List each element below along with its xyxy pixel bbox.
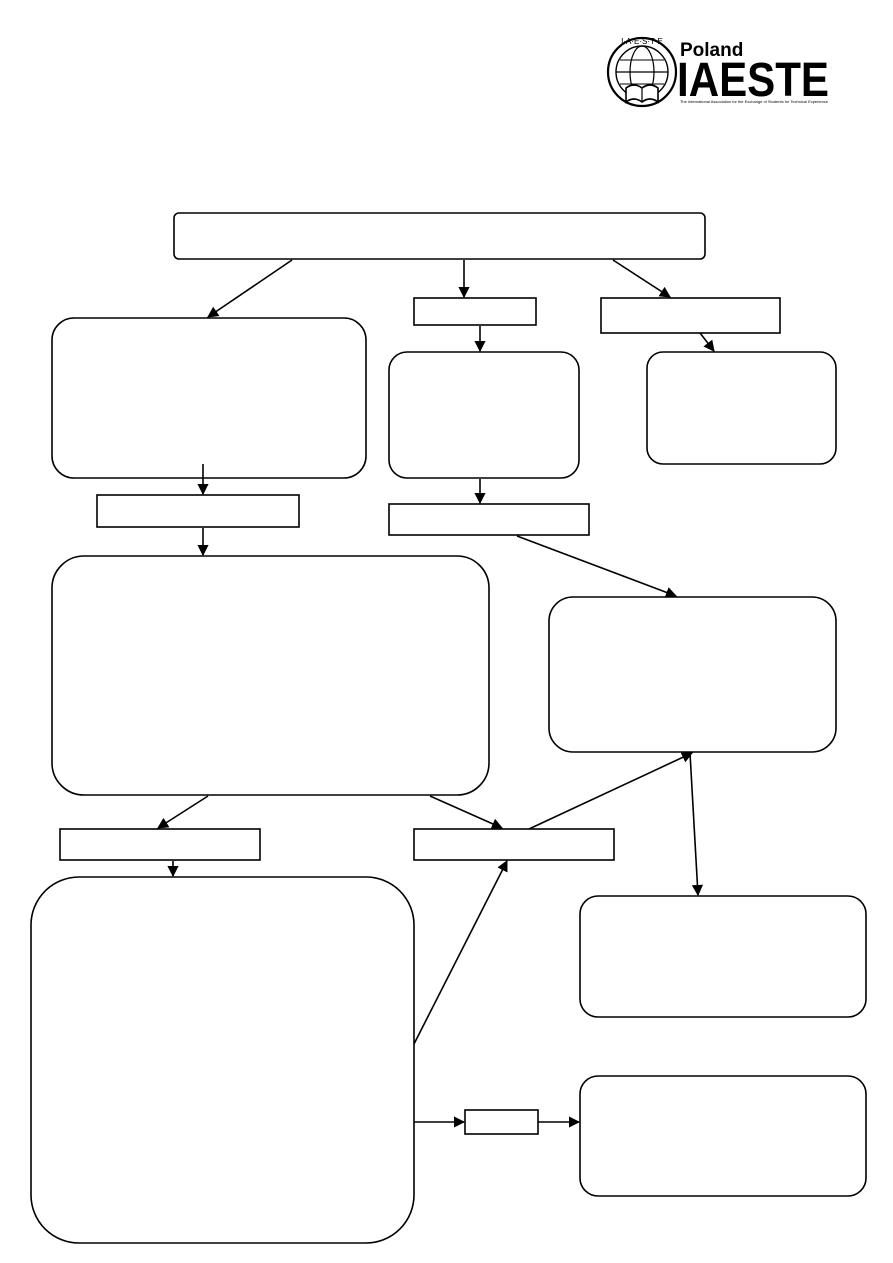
rounded-box-center-1 [388,351,580,479]
arrow-bottom-to-center-label [413,860,508,1045]
label-box-left-2 [96,494,300,528]
rounded-box-left-1 [51,317,367,479]
logo-name: IAESTE [677,54,829,107]
label-box-left-3 [59,828,261,861]
iaeste-poland-logo: I·A·E·S·T·E Poland IAESTE The Internatio… [606,36,829,108]
arrow-large-to-left-label [157,795,209,829]
label-box-center-2 [388,503,590,536]
arrow-top-to-right [612,259,671,298]
label-box-right-top [600,297,781,334]
arrow-large-to-center-label [429,795,504,830]
logo-tagline: The International Association for the Ex… [680,100,828,104]
rounded-box-right-1 [646,351,837,465]
arrow-right-label-to-box [699,332,715,352]
label-box-center-top [413,297,537,326]
globe-emblem-icon [606,36,678,108]
rounded-box-large-bottom [30,876,415,1244]
arrow-top-to-left [207,259,293,318]
rounded-box-large-center [51,555,490,796]
label-box-small-bottom [464,1109,539,1135]
arrow-center-label-to-right-box [516,535,678,598]
top-box [173,212,706,260]
logo-letters-ring: I·A·E·S·T·E [621,37,663,46]
connector-arrows [157,259,715,1128]
label-box-center-3 [413,828,615,861]
rounded-box-right-2 [548,596,837,753]
arrow-right-box-2-to-right-box-3 [689,752,704,897]
rounded-box-right-4 [579,1075,867,1197]
arrow-center-label-to-right-box-2 [528,752,694,830]
logo-country: Poland [680,40,743,61]
rounded-box-right-3 [579,895,867,1018]
